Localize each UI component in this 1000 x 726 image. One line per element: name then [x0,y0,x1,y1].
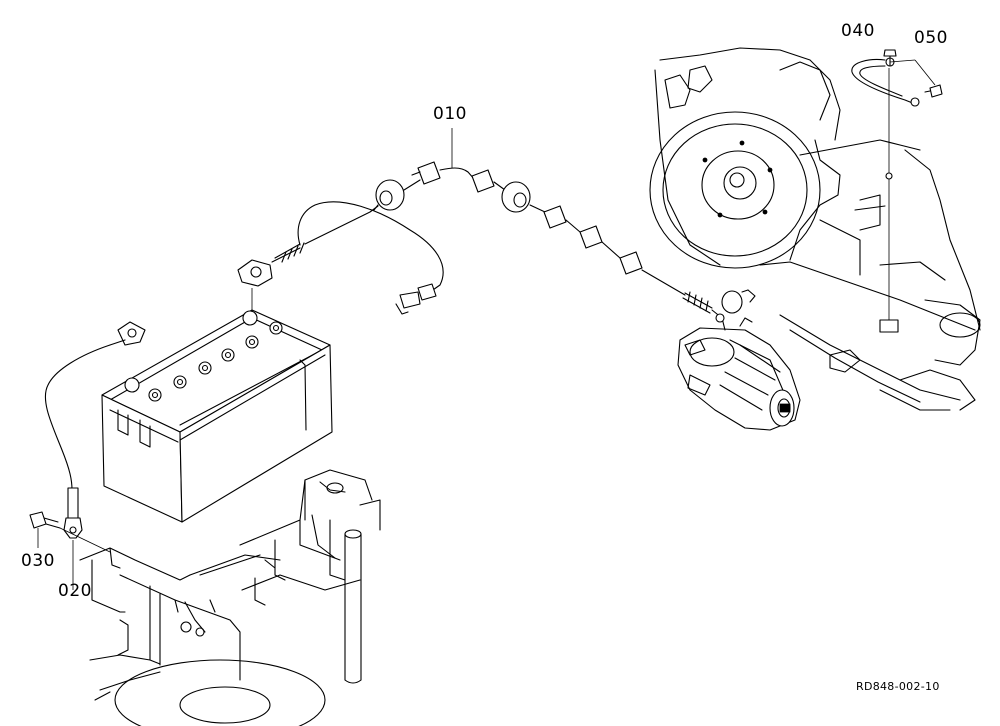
callout-040: 040 [841,21,875,41]
engine-flywheel-housing [649,47,981,411]
callout-020: 020 [58,581,92,601]
bolt-030 [29,511,111,553]
bolt-050 [889,59,943,98]
battery-negative-cable-020 [44,321,146,590]
callout-050: 050 [914,28,948,48]
battery [101,309,333,523]
callout-030: 030 [21,551,55,571]
drawing-reference: RD848-002-10 [856,680,940,693]
battery-positive-cable-010 [237,128,756,331]
callout-010: 010 [433,104,467,124]
ground-cable-040 [851,49,920,333]
chassis-frame [79,469,381,726]
starter-motor [677,317,801,431]
